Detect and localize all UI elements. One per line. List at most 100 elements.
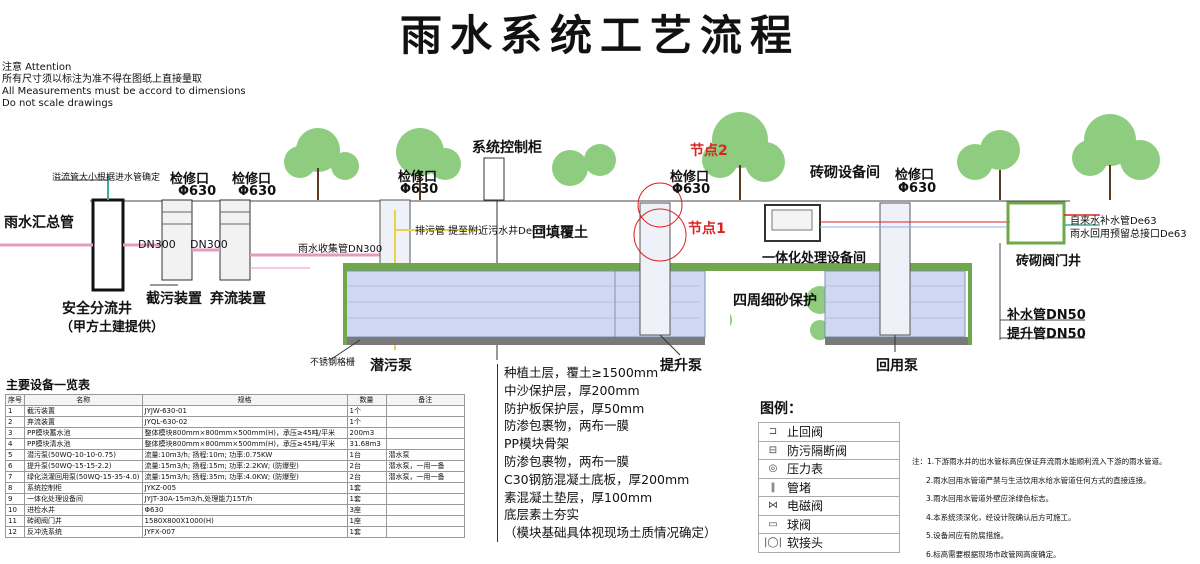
table-cell: 1个 <box>347 406 386 417</box>
drain-pipe-label: 排污管 提至附近污水井De63 <box>415 222 545 237</box>
table-cell: JYJT-30A-15m3/h,处理能力15T/h <box>142 494 347 505</box>
note-item: 3.雨水回用水管道外壁应涂绿色标志。 <box>912 490 1167 509</box>
table-cell: JYFX-007 <box>142 527 347 538</box>
brick-room-label: 砖砌设备间 <box>810 162 880 182</box>
table-cell: 提升泵(50WQ-15-15-2.2) <box>25 461 143 472</box>
diversion-well-note: （甲方土建提供） <box>60 316 164 335</box>
node2-label: 节点2 <box>690 140 728 160</box>
layer-item: 素混凝土垫层，厚100mm <box>497 489 717 507</box>
steel-grid-label: 不锈钢格栅 <box>310 355 355 368</box>
note-item: 4.本系统须深化，经设计院确认后方可施工。 <box>912 509 1167 528</box>
overflow-note: 溢流管大小根据进水管确定 <box>52 170 160 183</box>
table-cell: PP模块蓄水池 <box>25 428 143 439</box>
table-cell: JYQL-630-02 <box>142 417 347 428</box>
table-cell: 1个 <box>347 417 386 428</box>
legend-label: 管堵 <box>787 479 811 496</box>
dn300-label: DN300 <box>138 238 176 251</box>
table-cell: 2 <box>6 417 25 428</box>
table-cell: PP模块清水池 <box>25 439 143 450</box>
table-cell: 1580X800X1000(H) <box>142 516 347 527</box>
table-cell: 31.68m3 <box>347 439 386 450</box>
table-cell: 3座 <box>347 505 386 516</box>
legend-item: |◯|软接头 <box>759 534 899 552</box>
table-cell: 绿化浇灌回用泵(50WQ-15-35-4.0) <box>25 472 143 483</box>
integrated-room-label: 一体化处理设备间 <box>762 247 866 266</box>
notes: 注：1.下游雨水井的出水管标高应保证弃流雨水能顺利流入下游的雨水管道。 2.雨水… <box>912 453 1167 564</box>
table-cell: 流量:15m3/h; 扬程:35m; 功率:4.0KW; (防爆型) <box>142 472 347 483</box>
table-cell: 7 <box>6 472 25 483</box>
note-item: 6.标高需要根据现场市政管网高度确定。 <box>912 546 1167 564</box>
table-cell: 8 <box>6 483 25 494</box>
table-cell: 1套 <box>347 483 386 494</box>
table-cell: 一体化处理设备间 <box>25 494 143 505</box>
table-cell: 200m3 <box>347 428 386 439</box>
table-cell: 2台 <box>347 461 386 472</box>
note-item: 5.设备间应有防腐措施。 <box>912 527 1167 546</box>
table-header: 序号 <box>6 395 25 406</box>
table-cell: 10 <box>6 505 25 516</box>
table-header-row: 序号 名称 规格 数量 备注 <box>6 395 465 406</box>
table-cell <box>386 439 464 450</box>
table-cell: 砖砌阀门井 <box>25 516 143 527</box>
backflow-preventer-icon: ⊟ <box>759 445 787 456</box>
legend-label: 压力表 <box>787 460 823 477</box>
layer-item: 底层素土夯实 <box>497 506 717 524</box>
table-header: 数量 <box>347 395 386 406</box>
control-cabinet <box>484 158 504 200</box>
table-cell <box>386 516 464 527</box>
table-cell: 弃流装置 <box>25 417 143 428</box>
table-cell: 潜污泵(50WQ-10-10-0.75) <box>25 450 143 461</box>
pipe-plug-icon: ‖ <box>759 482 787 493</box>
discard-label: 弃流装置 <box>210 288 266 308</box>
legend-title: 图例： <box>760 398 802 418</box>
table-cell <box>386 483 464 494</box>
legend: ⊐止回阀 ⊟防污隔断阀 ◎压力表 ‖管堵 ⋈电磁阀 ▭球阀 |◯|软接头 <box>758 422 900 553</box>
manhole-size: Φ630 <box>400 182 438 197</box>
table-cell: 2台 <box>347 472 386 483</box>
makeup-pipe-label: 补水管DN50 <box>1007 304 1086 323</box>
note-item: 2.雨水回用水管道严禁与生活饮用水给水管道任何方式的直接连接。 <box>912 472 1167 491</box>
legend-item: ⊐止回阀 <box>759 423 899 442</box>
legend-item: ▭球阀 <box>759 516 899 535</box>
table-cell: 4 <box>6 439 25 450</box>
layer-item: C30钢筋混凝土底板，厚200mm <box>497 471 717 489</box>
table-cell: 流量:15m3/h; 扬程:15m; 功率:2.2KW; (防爆型) <box>142 461 347 472</box>
collect-pipe-label: 雨水收集管DN300 <box>298 240 382 255</box>
table-cell: 进检水井 <box>25 505 143 516</box>
table-cell: 潜水泵，一用一备 <box>386 461 464 472</box>
table-cell: 1座 <box>347 516 386 527</box>
ball-valve-icon: ▭ <box>759 519 787 530</box>
table-cell: 1套 <box>347 494 386 505</box>
note-item: 注：1.下游雨水井的出水管标高应保证弃流雨水能顺利流入下游的雨水管道。 <box>912 453 1167 472</box>
table-cell: 5 <box>6 450 25 461</box>
layer-item: （模块基础具体视现场土质情况确定） <box>497 524 717 542</box>
manhole-size: Φ630 <box>898 181 936 196</box>
table-cell: 反冲洗系统 <box>25 527 143 538</box>
layer-item: 种植土层，覆土≥1500mm <box>497 364 717 382</box>
table-cell: 潜水泵，一用一备 <box>386 472 464 483</box>
table-cell <box>386 406 464 417</box>
interceptor-label: 截污装置 <box>146 288 202 308</box>
table-cell: 系统控制柜 <box>25 483 143 494</box>
table-cell <box>386 428 464 439</box>
legend-label: 球阀 <box>787 516 811 533</box>
manhole-size: Φ630 <box>238 184 276 199</box>
control-cabinet-label: 系统控制柜 <box>472 137 542 157</box>
node1-label: 节点1 <box>688 218 726 238</box>
layer-item: 中沙保护层，厚200mm <box>497 382 717 400</box>
legend-item: ◎压力表 <box>759 460 899 479</box>
table-header: 名称 <box>25 395 143 406</box>
flexible-joint-icon: |◯| <box>759 537 787 548</box>
table-cell: 6 <box>6 461 25 472</box>
legend-label: 止回阀 <box>787 423 823 440</box>
layer-item: 防护板保护层，厚50mm <box>497 400 717 418</box>
table-cell: 1台 <box>347 450 386 461</box>
pressure-gauge-icon: ◎ <box>759 463 787 474</box>
